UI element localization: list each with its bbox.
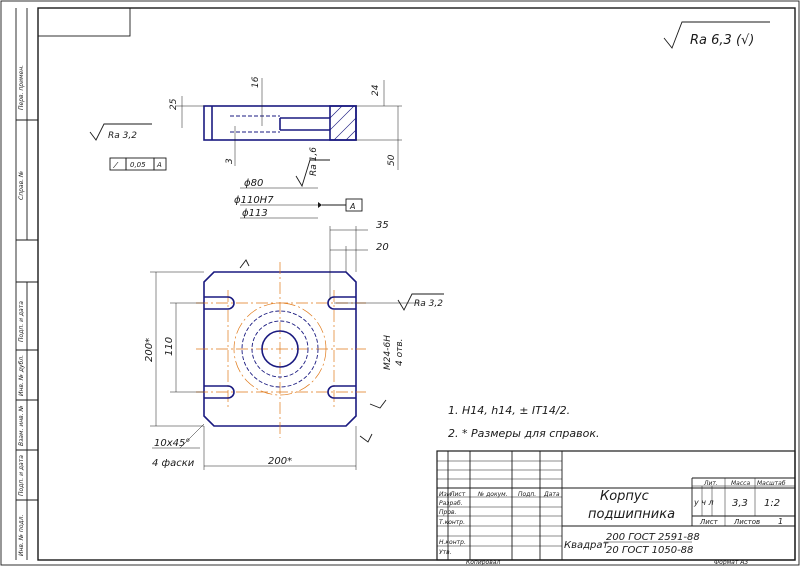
dim-24: 24	[371, 84, 381, 96]
thread-count: 4 отв.	[395, 338, 405, 366]
row-label-4: Утв.	[439, 549, 452, 556]
col-header-4: Дата	[543, 491, 560, 498]
front-view	[196, 259, 387, 443]
mass-value: 3,3	[732, 498, 748, 509]
tolerance-datum: A	[156, 161, 162, 169]
part-name-line1: Корпус	[600, 489, 649, 504]
dim-50: 50	[387, 154, 397, 166]
col-header-2: № докум.	[477, 491, 508, 498]
strip-label-5: Подп. и дата	[18, 455, 25, 496]
general-roughness-text: Ra 6,3 (√)	[690, 33, 754, 48]
row-label-3: Н.контр.	[439, 539, 466, 546]
note-1: 1. H14, h14, ± IT14/2.	[448, 404, 570, 417]
dim-16: 16	[251, 76, 261, 88]
title-block: Изм Лист № докум. Подп. Дата Разраб. Про…	[436, 450, 796, 561]
material-line2: 20 ГОСТ 1050-88	[606, 545, 693, 556]
chamfer-count: 4 фаски	[152, 458, 195, 469]
sheet-label: Лист	[699, 518, 719, 526]
col-header-0: Изм	[439, 491, 452, 498]
scale-header: Масштаб	[757, 480, 786, 487]
material-label: Квадрат	[564, 540, 610, 551]
chamfer-label: 10x45°	[154, 438, 190, 449]
row-label-1: Пров.	[439, 509, 457, 516]
dim-phi110: ϕ110H7	[234, 195, 274, 206]
mass-header: Масса	[731, 480, 750, 487]
tolerance-value: 0,05	[130, 161, 146, 169]
svg-text:⁄: ⁄	[112, 161, 119, 170]
svg-text:Изм: Изм	[439, 491, 452, 498]
roughness-slot: Ra 3,2	[414, 299, 443, 309]
dim-200-vertical: 200*	[144, 338, 155, 362]
strip-label-3: Инв. № дубл.	[18, 355, 25, 396]
col-header-3: Подп.	[518, 491, 536, 498]
copied-label: Копировал	[466, 559, 500, 566]
sheets-value: 1	[778, 517, 783, 526]
dim-25: 25	[169, 98, 179, 110]
bore-circle	[261, 330, 299, 368]
thread-label: M24-6H	[383, 335, 393, 370]
col-header-1: Лист	[449, 491, 466, 498]
material-line1: 200 ГОСТ 2591-88	[606, 532, 700, 543]
left-strip: Перв. примен. Справ. № Подп. и дата Инв.…	[15, 8, 38, 560]
dim-phi113: ϕ113	[242, 208, 268, 219]
strip-label-4: Взам. инв. №	[18, 405, 25, 446]
row-label-0: Разраб.	[439, 500, 463, 507]
general-roughness: Ra 6,3 (√)	[663, 21, 770, 49]
thread-holes	[204, 296, 356, 399]
side-hatching	[329, 105, 357, 141]
strip-label-2: Подп. и дата	[18, 301, 25, 342]
part-name-line2: подшипника	[588, 507, 675, 522]
dim-20: 20	[376, 242, 389, 253]
format-label: Формат A3	[714, 559, 748, 566]
left-face-annotations: Ra 3,2 ⁄ 0,05 A	[89, 123, 167, 171]
inner-frame	[37, 7, 796, 561]
scale-value: 1:2	[764, 498, 780, 509]
dim-110-vertical: 110	[164, 337, 175, 356]
datum-a: A	[349, 202, 355, 211]
front-dimensions: 35 20 200* 110 200* 10x45° 4 фаски Ra 3,…	[144, 220, 444, 470]
top-designation-box	[37, 7, 131, 37]
row-label-2: Т.контр.	[439, 519, 465, 526]
diameter-labels: ϕ80 ϕ110H7 ϕ113 A	[234, 178, 363, 219]
roughness-bore: Ra 1,6	[309, 147, 319, 176]
dim-200-horizontal: 200*	[268, 456, 292, 467]
dim-phi80: ϕ80	[244, 178, 263, 189]
strip-label-6: Инв. № подл.	[18, 515, 25, 556]
front-outline	[203, 271, 357, 427]
side-section	[329, 105, 357, 141]
roughness-left-face: Ra 3,2	[108, 131, 137, 141]
dim-3: 3	[225, 158, 235, 164]
strip-label-1: Справ. №	[18, 171, 25, 200]
dim-35: 35	[376, 220, 389, 231]
note-2: 2. * Размеры для справок.	[448, 427, 600, 440]
lit-value: у ч л	[693, 498, 714, 507]
side-view: 16 25 24 50 3 Ra 1,6	[169, 76, 402, 188]
lit-header: Лит.	[703, 480, 718, 487]
strip-label-0: Перв. примен.	[18, 65, 25, 110]
sheets-label: Листов	[733, 518, 760, 526]
